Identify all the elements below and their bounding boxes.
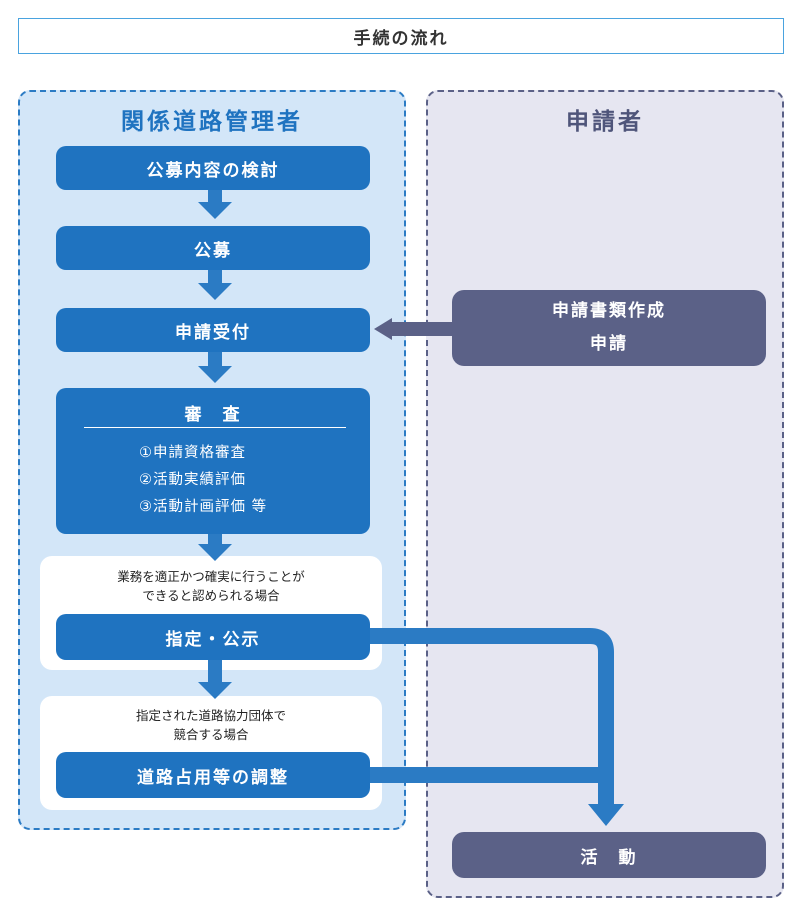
- review-item: ①申請資格審査: [139, 445, 246, 461]
- review-divider: [84, 427, 346, 428]
- review-item: ②活動実績評価: [139, 472, 246, 488]
- step-review-plan: 公募内容の検討: [56, 146, 370, 190]
- page-title: 手続の流れ: [18, 18, 784, 54]
- condition-text-designation: 業務を適正かつ確実に行うことが できると認められる場合: [40, 567, 382, 605]
- condition-line: 競合する場合: [173, 727, 249, 742]
- condition-line: 指定された道路協力団体で: [135, 708, 286, 723]
- arrow-down-4: [198, 534, 232, 561]
- applicant-docs-line: 申請: [590, 334, 628, 354]
- applicant-docs-line: 申請書類作成: [552, 301, 666, 321]
- arrow-down-1: [198, 190, 232, 219]
- arrow-down-3: [198, 352, 232, 383]
- step-public-offer: 公募: [56, 226, 370, 270]
- lane-title-road-manager: 関係道路管理者: [121, 109, 303, 135]
- arrow-down-5: [198, 660, 232, 699]
- arrow-down-2: [198, 270, 232, 300]
- step-reception: 申請受付: [56, 308, 370, 352]
- step-designation: 指定・公示: [56, 614, 370, 660]
- arrow-submit-application: [374, 318, 454, 340]
- step-adjustment: 道路占用等の調整: [56, 752, 370, 798]
- review-item: ③活動計画評価 等: [139, 499, 268, 515]
- applicant-activity: 活 動: [452, 832, 766, 878]
- step-review: 審 査 ①申請資格審査 ②活動実績評価 ③活動計画評価 等: [56, 388, 370, 534]
- lane-title-applicant: 申請者: [566, 109, 644, 135]
- condition-line: できると認められる場合: [142, 588, 280, 603]
- condition-line: 業務を適正かつ確実に行うことが: [117, 569, 305, 584]
- connector-designation-to-activity: [370, 628, 614, 808]
- arrow-to-activity: [588, 804, 624, 826]
- applicant-docs: 申請書類作成 申請: [452, 290, 766, 366]
- condition-text-adjustment: 指定された道路協力団体で 競合する場合: [40, 706, 382, 744]
- review-title: 審 査: [184, 405, 242, 425]
